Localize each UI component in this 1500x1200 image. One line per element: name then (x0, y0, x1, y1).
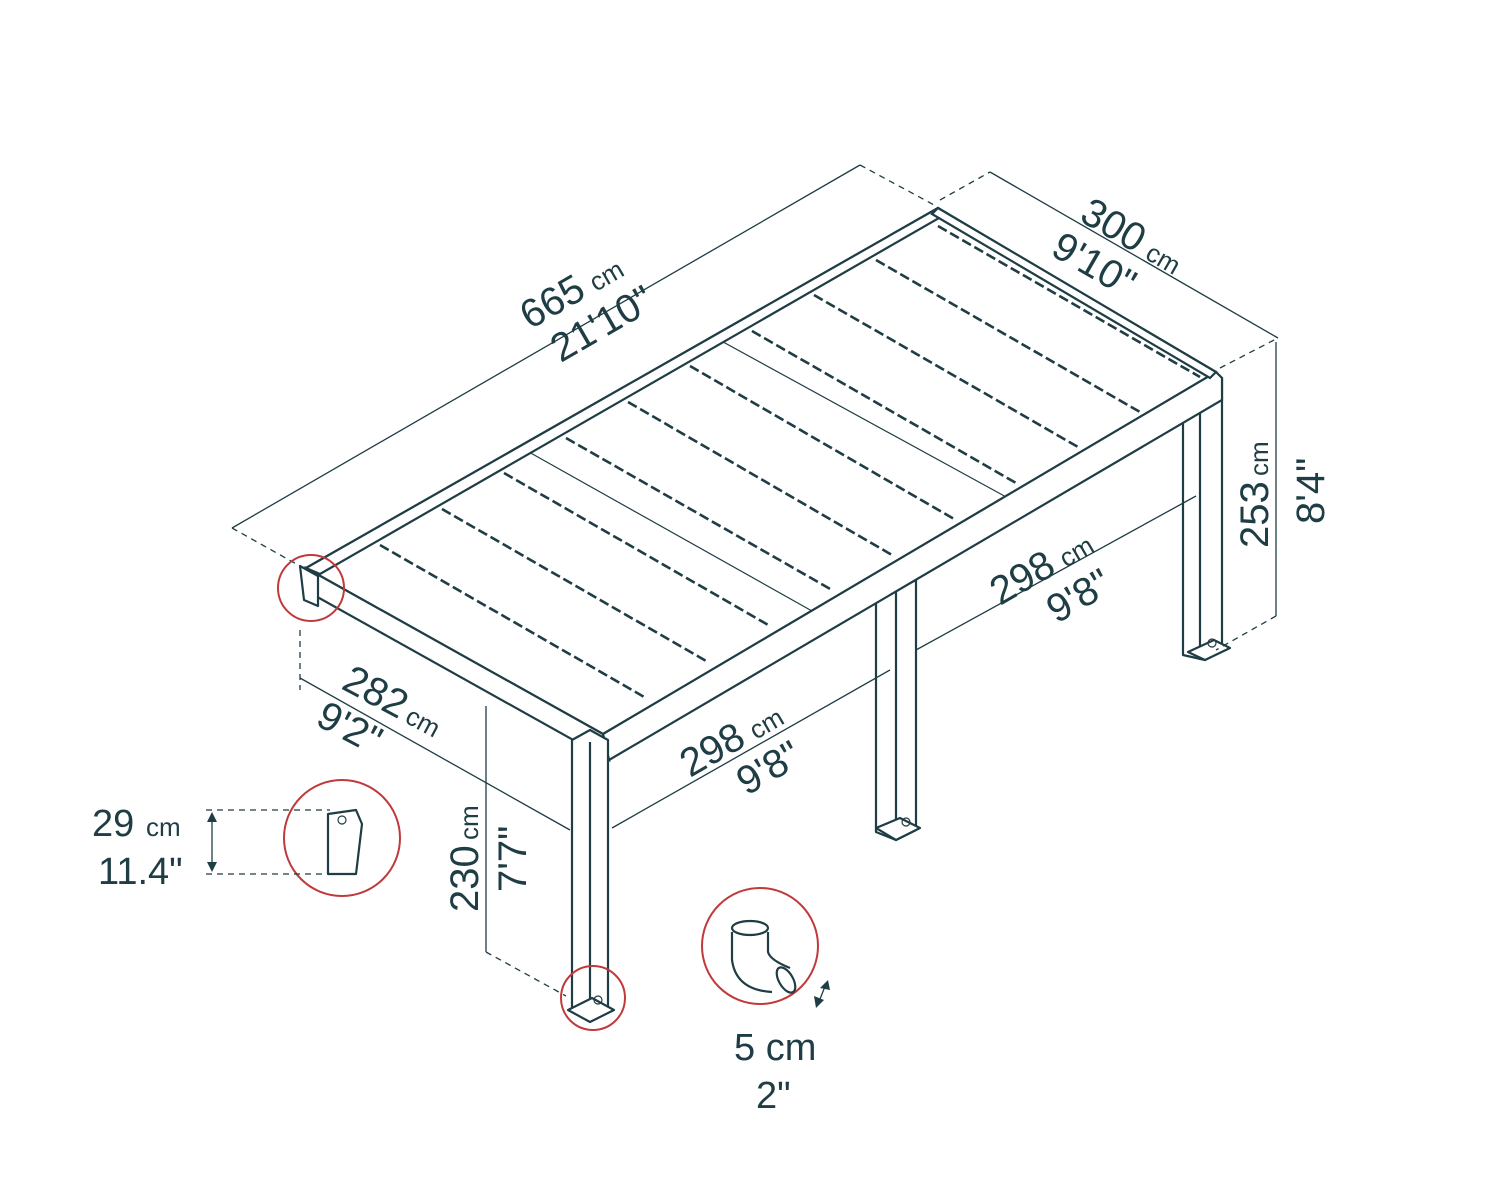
corner-bracket (298, 564, 320, 608)
bracket-imperial: 11.4" (98, 851, 183, 893)
downpipe-detail (701, 887, 830, 1008)
beam-back (930, 206, 1218, 380)
height-label: 253 cm 8'4" (1233, 441, 1333, 548)
length-label: 665 cm 21'10" (513, 254, 662, 371)
dimension-lines (231, 164, 1279, 997)
downpipe-imperial: 2" (756, 1075, 791, 1117)
height-imperial: 8'4" (1289, 458, 1333, 524)
bracket-unit: cm (146, 812, 181, 842)
post-back-right (1181, 376, 1232, 662)
base-detail-circle (560, 965, 626, 1031)
height-metric: 253 (1233, 481, 1277, 548)
pergola-structure (298, 206, 1232, 1024)
clearance-metric: 230 (443, 845, 487, 912)
clearance-unit: cm (454, 805, 484, 840)
overhang-unit: cm (401, 701, 446, 744)
clearance-imperial: 7'7" (491, 826, 535, 892)
front-span-label: 298 cm 9'8" (673, 702, 809, 804)
downpipe-label: 5 cm 2" (734, 1027, 816, 1117)
corner-detail-circle (277, 554, 345, 622)
panel-seam (519, 446, 813, 612)
bracket-detail (206, 779, 401, 897)
post-middle (874, 578, 922, 842)
height-unit: cm (1244, 441, 1274, 476)
panel-seam (713, 336, 1009, 499)
downpipe-metric: 5 cm (734, 1027, 816, 1069)
detail-markers (277, 554, 626, 1031)
back-span-label: 298 cm 9'8" (983, 530, 1119, 632)
bracket-metric: 29 (92, 803, 134, 845)
bracket-label: 29 cm 11.4" (92, 803, 183, 893)
clearance-label: 230 cm 7'7" (443, 805, 535, 912)
width-unit: cm (1141, 237, 1186, 280)
roof-ribs (379, 224, 1201, 700)
overhang-label: 282 cm 9'2" (310, 657, 446, 763)
post-front (566, 728, 616, 1024)
